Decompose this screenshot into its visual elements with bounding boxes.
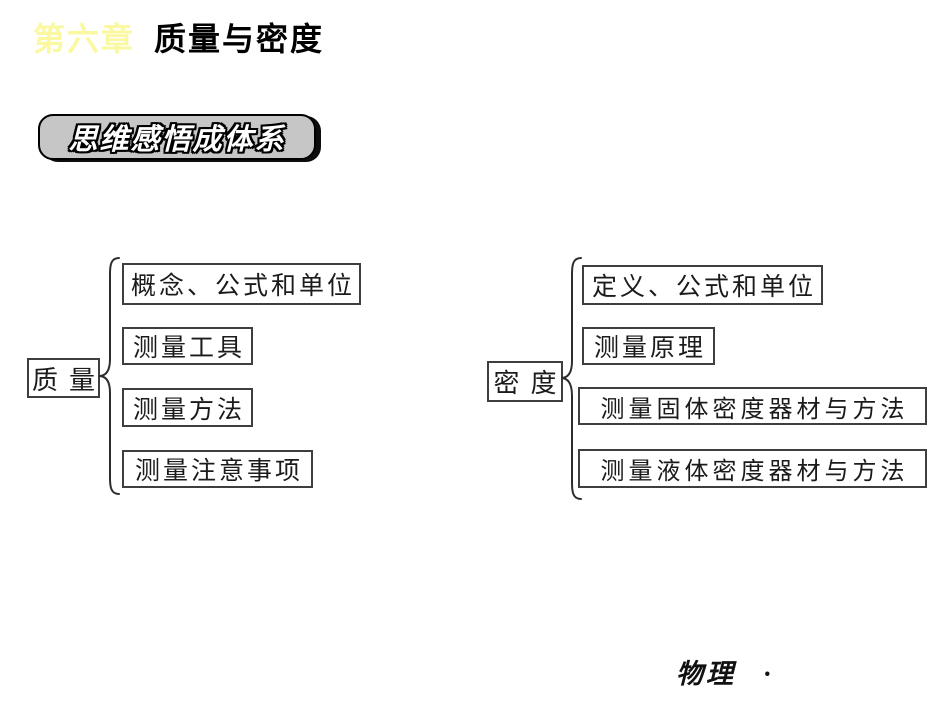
right-brace	[560, 257, 582, 500]
density-item-label: 测量固体密度器材与方法	[600, 396, 909, 423]
density-item-box: 测量原理	[582, 327, 715, 365]
mass-item-box: 概念、公式和单位	[122, 263, 361, 305]
mass-item-label: 概念、公式和单位	[130, 273, 355, 300]
density-root-label: 密度	[493, 369, 568, 398]
density-item-box: 测量液体密度器材与方法	[578, 449, 927, 488]
mass-item-box: 测量工具	[122, 327, 253, 365]
mass-item-box: 测量方法	[122, 388, 253, 427]
density-item-label: 测量液体密度器材与方法	[600, 459, 909, 485]
density-item-box: 定义、公式和单位	[582, 265, 823, 305]
mass-root-box: 质量	[27, 358, 100, 398]
mass-item-label: 测量工具	[132, 335, 245, 362]
page-header: 第六章 质量与密度	[33, 20, 324, 58]
section-banner: 思维感悟成体系	[38, 114, 316, 160]
left-brace	[98, 257, 120, 495]
density-item-box: 测量固体密度器材与方法	[578, 387, 927, 425]
mass-item-label: 测量注意事项	[134, 458, 303, 485]
density-item-label: 定义、公式和单位	[591, 274, 816, 301]
density-item-label: 测量原理	[593, 335, 706, 362]
footer-subject-label: 物理 ·	[676, 659, 774, 689]
mass-item-label: 测量方法	[132, 396, 245, 424]
page-title: 质量与密度	[154, 21, 325, 57]
section-banner-label: 思维感悟成体系	[68, 124, 286, 156]
footer-subject: 物理 ·	[676, 652, 774, 691]
density-root-box: 密度	[487, 361, 563, 402]
chapter-label: 第六章	[33, 21, 136, 57]
mass-root-label: 质量	[31, 365, 106, 395]
mass-item-box: 测量注意事项	[122, 450, 313, 488]
